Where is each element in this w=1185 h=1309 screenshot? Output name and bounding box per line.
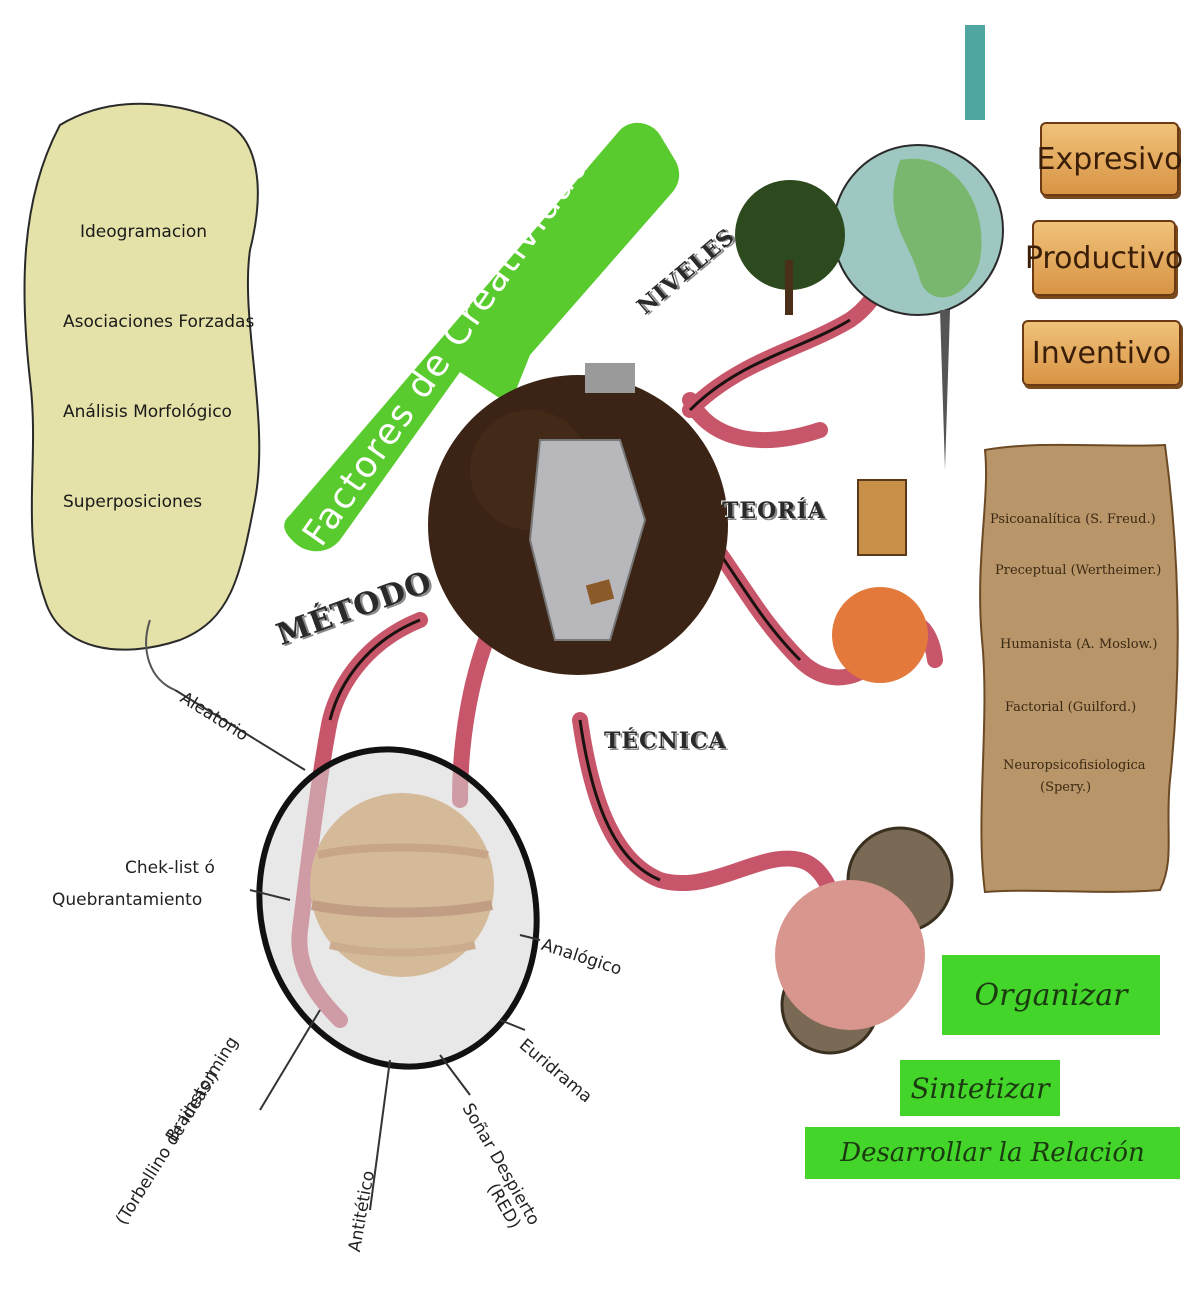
branch-teoria: TEORÍA bbox=[722, 498, 826, 524]
bar-sintetizar: Sintetizar bbox=[900, 1060, 1060, 1116]
bar-desarrollar: Desarrollar la Relación bbox=[805, 1127, 1180, 1179]
sign-productivo: Productivo bbox=[1032, 220, 1176, 296]
method-cheklist: Chek-list ó bbox=[125, 858, 215, 878]
left-scroll-shape bbox=[24, 104, 259, 650]
theory-item: Neuropsicofisiologica bbox=[1003, 758, 1146, 773]
theory-ball bbox=[832, 587, 928, 683]
scroll-item: Análisis Morfológico bbox=[63, 402, 232, 422]
tecnica-ball bbox=[775, 880, 925, 1030]
theory-item: Preceptual (Wertheimer.) bbox=[995, 563, 1161, 578]
theory-item: (Spery.) bbox=[1040, 780, 1091, 795]
method-quebrantamiento: Quebrantamiento bbox=[52, 890, 202, 910]
saturn-ring bbox=[224, 718, 571, 1098]
theory-item: Factorial (Guilford.) bbox=[1005, 700, 1136, 715]
scroll-item: Ideogramacion bbox=[80, 222, 207, 242]
theory-item: Humanista (A. Moslow.) bbox=[1000, 637, 1157, 652]
scroll-item: Superposiciones bbox=[63, 492, 202, 512]
bar-organizar: Organizar bbox=[942, 955, 1160, 1035]
theory-item: Psicoanalítica (S. Freud.) bbox=[990, 512, 1156, 527]
branch-tecnica: TÉCNICA bbox=[604, 728, 727, 754]
sign-inventivo: Inventivo bbox=[1022, 320, 1181, 386]
sign-expresivo: Expresivo bbox=[1040, 122, 1179, 196]
scroll-item: Asociaciones Forzadas bbox=[63, 312, 254, 332]
